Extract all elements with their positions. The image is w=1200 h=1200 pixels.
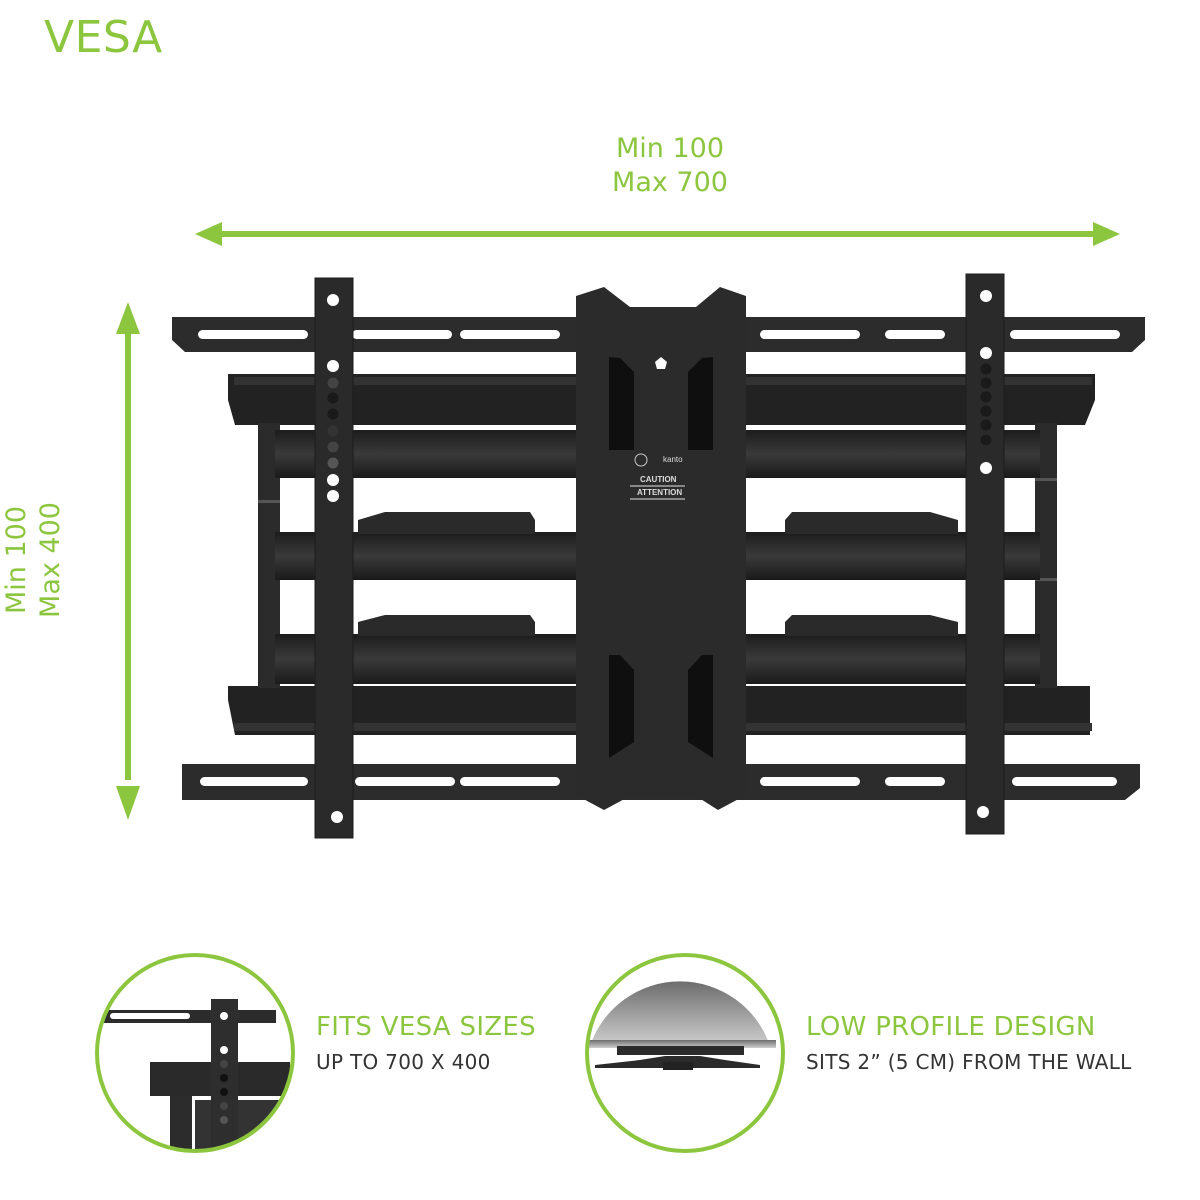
feature-subtitle: SITS 2” (5 CM) FROM THE WALL: [806, 1050, 1132, 1074]
vertical-arrow-icon: [116, 302, 140, 820]
feature-title: LOW PROFILE DESIGN: [806, 1012, 1096, 1042]
low-profile-side-view-icon: [585, 953, 785, 1153]
horizontal-max: Max 700: [612, 167, 728, 198]
page-title: VESA: [44, 12, 163, 63]
product-label: kanto CAUTION ATTENTION: [630, 453, 685, 500]
feature-vesa-sizes: FITS VESA SIZES UP TO 700 X 400: [316, 1012, 536, 1074]
feature-title: FITS VESA SIZES: [316, 1012, 536, 1042]
svg-text:CAUTION: CAUTION: [640, 475, 677, 484]
svg-text:ATTENTION: ATTENTION: [637, 488, 682, 497]
tv-mount: kanto CAUTION ATTENTION: [172, 273, 1145, 839]
feature-low-profile: LOW PROFILE DESIGN SITS 2” (5 CM) FROM T…: [806, 1012, 1132, 1074]
horizontal-dimension-label: Min 100 Max 700: [520, 132, 820, 200]
vesa-bracket-closeup-icon: [95, 953, 295, 1153]
horizontal-min: Min 100: [615, 133, 725, 164]
horizontal-arrow-icon: [195, 222, 1120, 246]
feature-subtitle: UP TO 700 X 400: [316, 1050, 491, 1074]
svg-text:kanto: kanto: [663, 455, 683, 464]
